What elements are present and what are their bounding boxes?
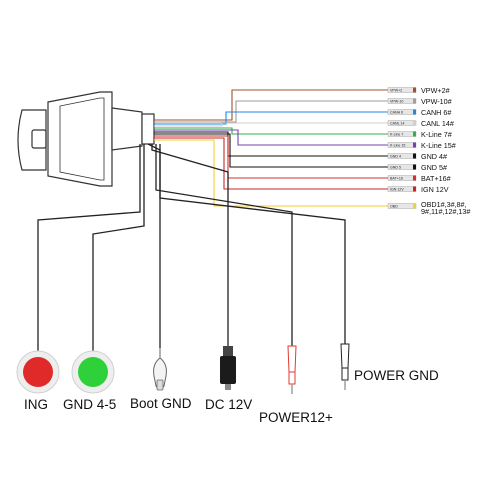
pin-tag-color-band [413, 131, 416, 137]
pin-wire [154, 139, 388, 207]
pin-label-vpw-2: VPW+2# [421, 85, 450, 95]
pin-tag-color-band [413, 87, 416, 93]
black-probe-icon [340, 343, 350, 369]
pin-label-ign-12v: IGN 12V [421, 184, 449, 194]
pin-wire [154, 122, 388, 127]
pin-tag-color-band [413, 164, 416, 170]
pin-tag-text: K-Line 15 [390, 143, 405, 147]
red-button-icon [23, 357, 53, 387]
pin-label-kline-15: K-Line 15# [421, 140, 456, 150]
red-probe-icon [287, 345, 297, 373]
pin-wire [154, 129, 388, 146]
terminal-wire [92, 144, 145, 352]
dc-jack-tip [225, 384, 231, 390]
pin-tag-text: K-Line 7 [390, 132, 403, 136]
pin-label-vpw-10: VPW-10# [421, 96, 452, 106]
pin-label-gnd-4: GND 4# [421, 151, 447, 161]
pin-tag-color-band [413, 98, 416, 104]
pin-wire [154, 111, 388, 125]
pin-tag-text: IGN 12V [390, 187, 404, 191]
pin-wire [154, 137, 388, 190]
pin-tag-text: VPW+2 [390, 88, 402, 92]
pin-label-gnd-5: GND 5# [421, 162, 447, 172]
dc-jack-icon [220, 356, 236, 384]
terminal-label-power12: POWER12+ [259, 410, 333, 425]
pin-tag-text: GND 5 [390, 165, 401, 169]
pin-wire [154, 89, 388, 121]
pin-label-canh-6: CANH 6# [421, 107, 452, 117]
terminal-label-power-gnd: POWER GND [354, 368, 439, 383]
terminal-wire [159, 144, 346, 344]
terminal-group [16, 343, 350, 394]
pin-tag-text: VPW-10 [390, 99, 403, 103]
terminal-wire [147, 143, 161, 348]
pin-tag-color-band [413, 120, 416, 126]
terminal-wire-group [37, 143, 346, 352]
terminal-label-boot-gnd: Boot GND [130, 396, 192, 411]
terminal-wire [37, 144, 141, 352]
dc-jack-strain-relief [223, 346, 233, 356]
pin-tag-text: CANL 14 [390, 121, 404, 125]
pin-wire [154, 127, 388, 135]
pin-label-bat-16: BAT+16# [421, 173, 451, 183]
pin-tag-color-band [413, 186, 416, 192]
pin-tag-text: BAT+16 [390, 176, 403, 180]
pin-wire [154, 133, 388, 168]
red-probe-sleeve [288, 371, 296, 385]
pin-tag-color-band [413, 153, 416, 159]
obd-connector [17, 91, 155, 187]
pin-label-kline-7: K-Line 7# [421, 129, 452, 139]
pin-tag-text: OBD [390, 204, 398, 208]
green-button-icon [78, 357, 108, 387]
pin-tag-color-band [413, 109, 416, 115]
black-probe-sleeve [341, 367, 349, 381]
terminal-label-dc-12v: DC 12V [205, 397, 253, 412]
clip-tip [156, 379, 164, 391]
terminal-label-ing: ING [24, 397, 49, 412]
terminal-wire [151, 144, 229, 346]
pin-label-canl-14: CANL 14# [421, 118, 454, 128]
terminal-label-gnd-4-5: GND 4-5 [63, 397, 117, 412]
pin-wire [154, 135, 388, 179]
pin-tag-color-band [413, 142, 416, 148]
pin-tag-text: GND 4 [390, 154, 401, 158]
pin-tag-color-band [413, 203, 416, 209]
pin-tag-text: CANH 6 [390, 110, 403, 114]
terminal-wire [155, 144, 293, 346]
pin-tag-color-band [413, 175, 416, 181]
pin-label-obd-multi: OBD1#,3#,8#, 9#,11#,12#,13# [421, 200, 471, 216]
